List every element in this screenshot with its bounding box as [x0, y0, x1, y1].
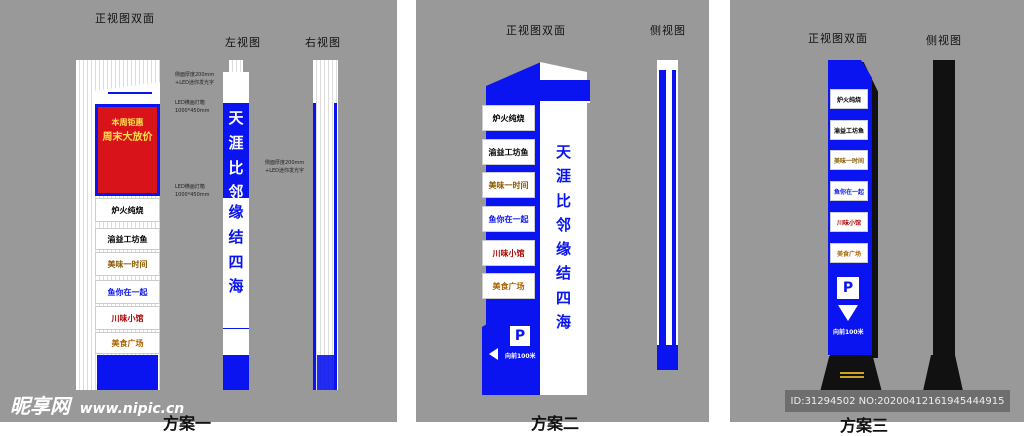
brand-box: 美食广场 — [95, 332, 160, 354]
front-sign-base — [97, 355, 158, 390]
note: 侧面厚度200mm+LED迷你发光字 — [175, 72, 215, 86]
right-view-body — [313, 60, 338, 390]
brand-box: 渝益工坊鱼 — [95, 228, 160, 250]
ad-subheadline: 周末大放价 — [102, 132, 153, 143]
left-view-blue-panel — [223, 103, 249, 198]
forward-distance: 向前100米 — [833, 329, 864, 336]
slogan-top: 天涯比邻 — [228, 109, 244, 202]
right-view-blue-right — [334, 103, 337, 390]
brand-box: 美味一时间 — [482, 172, 535, 198]
brand-box: 渝益工坊鱼 — [482, 139, 535, 165]
arrow-down-icon — [838, 305, 858, 321]
brand-box: 炉火纯烧 — [830, 89, 868, 109]
side-view-base — [923, 355, 963, 391]
brand-box: 美食广场 — [482, 273, 535, 299]
left-view-top — [229, 60, 243, 72]
brand-box: 川味小馆 — [482, 240, 535, 266]
company-logo — [108, 92, 152, 97]
brand-box: 炉火纯烧 — [482, 105, 535, 131]
right-view-blue-left — [313, 103, 316, 390]
id-text: ID:31294502 NO:20200412161945444915 — [790, 395, 1005, 407]
panel-plan-3: 正视图双面 侧视图 炉火纯烧 渝益工坊鱼 美味一时间 鱼你在一起 川味小馆 美食… — [730, 0, 1024, 435]
brand-box: 川味小馆 — [95, 306, 160, 330]
side-view-blue — [659, 70, 676, 370]
divider — [223, 328, 249, 329]
plan-label: 方案三 — [840, 416, 889, 435]
plan-label: 方案二 — [531, 414, 580, 433]
brand-box: 美味一时间 — [830, 150, 868, 170]
brand-box: 鱼你在一起 — [95, 280, 160, 304]
plan-label: 方案一 — [163, 414, 212, 433]
slogan: 天涯比邻缘结四海 — [555, 143, 571, 332]
id-badge: ID:31294502 NO:20200412161945444915 — [785, 390, 1010, 412]
ad-lightbox: 本周钜惠 周末大放价 — [95, 104, 160, 196]
left-view-title: 左视图 — [225, 36, 261, 49]
side-view — [933, 60, 955, 360]
forward-distance: 向前100米 — [505, 353, 536, 360]
brand-box: 美食广场 — [830, 243, 868, 263]
brand-box: 鱼你在一起 — [830, 181, 868, 201]
panel-plan-1: 正视图双面 左视图 右视图 本周钜惠 周末大放价 炉火纯烧 渝益工坊鱼 美味一时… — [0, 0, 397, 433]
company-logo-box — [540, 80, 590, 103]
base-logo — [840, 372, 864, 378]
watermark: 昵享网 www.nipic.cn — [10, 394, 185, 418]
side-view-title: 侧视图 — [926, 34, 962, 47]
right-view-base — [317, 355, 334, 390]
left-view-base — [223, 355, 249, 390]
ad-headline: 本周钜惠 — [111, 118, 144, 127]
brand-box: 川味小馆 — [830, 212, 868, 232]
panel-plan-2: 正视图双面 侧视图 炉火纯烧 渝益工坊鱼 美味一时间 鱼你在一起 川味小馆 美食… — [416, 0, 709, 433]
front-view-title: 正视图双面 — [808, 32, 868, 45]
sign-base — [820, 356, 882, 392]
parking-sign: P — [510, 326, 530, 346]
slogan-bottom: 缘结四海 — [228, 203, 244, 296]
brand-box: 渝益工坊鱼 — [830, 120, 868, 140]
brand-box: 鱼你在一起 — [482, 206, 535, 232]
arrow-left-icon — [489, 348, 498, 360]
brand-box: 美味一时间 — [95, 252, 160, 276]
front-view-title: 正视图双面 — [506, 24, 566, 37]
side-view-title: 侧视图 — [650, 24, 686, 37]
right-view-title: 右视图 — [305, 36, 341, 49]
note: 侧面厚度200mm+LED迷你发光字 — [265, 160, 305, 174]
front-view-title: 正视图双面 — [95, 12, 155, 25]
sign-white-column — [540, 62, 587, 395]
side-view-base — [657, 345, 678, 370]
parking-sign: P — [837, 277, 859, 299]
brand-box: 炉火纯烧 — [95, 198, 160, 222]
